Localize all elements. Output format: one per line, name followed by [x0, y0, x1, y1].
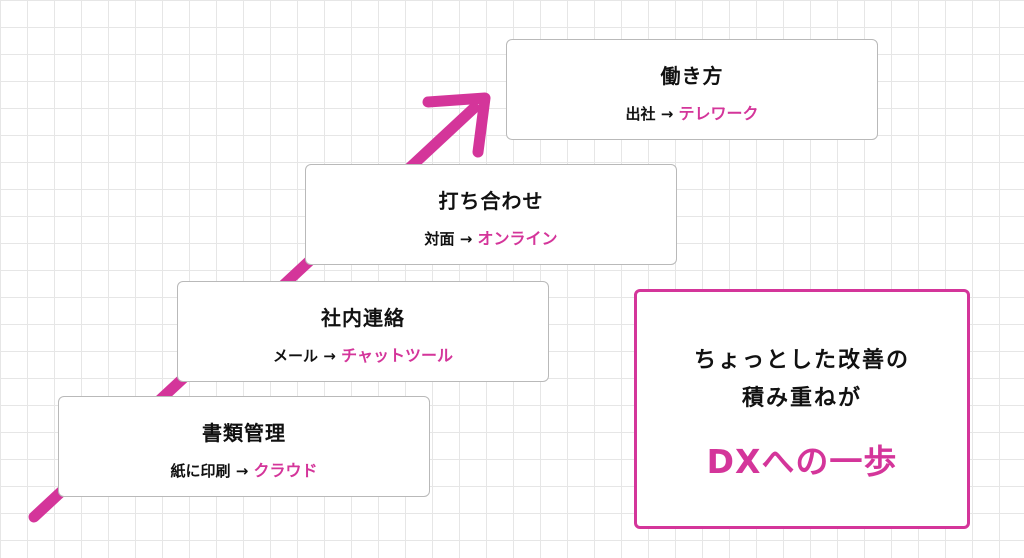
- after-label: チャットツール: [341, 346, 453, 365]
- step-title: 打ち合わせ: [438, 189, 544, 213]
- after-label: オンライン: [477, 229, 558, 248]
- step-title: 社内連絡: [321, 306, 405, 330]
- before-label: メール: [273, 347, 319, 365]
- right-arrow-icon: →: [660, 105, 674, 123]
- right-arrow-icon: →: [459, 230, 473, 248]
- step-title: 書類管理: [202, 421, 286, 445]
- right-arrow-icon: →: [323, 347, 336, 365]
- step-change: 出社 → テレワーク: [507, 100, 877, 124]
- step-change: メール → チャットツール: [178, 342, 548, 366]
- after-label: テレワーク: [678, 104, 759, 123]
- before-label: 紙に印刷: [170, 462, 231, 480]
- before-label: 対面: [424, 230, 455, 248]
- step-change: 紙に印刷 → クラウド: [59, 457, 429, 481]
- before-label: 出社: [625, 105, 656, 123]
- step-card-meetings: 打ち合わせ 対面 → オンライン: [305, 164, 677, 265]
- summary-highlight: DXへの一歩: [706, 442, 898, 481]
- after-label: クラウド: [253, 461, 318, 480]
- step-card-work-style: 働き方 出社 → テレワーク: [506, 39, 878, 140]
- summary-box: ちょっとした改善の 積み重ねが DXへの一歩: [634, 289, 970, 529]
- summary-line-2: 積み重ねが: [741, 386, 862, 411]
- summary-line-1: ちょっとした改善の: [693, 348, 910, 373]
- step-card-internal-communication: 社内連絡 メール → チャットツール: [177, 281, 549, 382]
- step-card-document-management: 書類管理 紙に印刷 → クラウド: [58, 396, 430, 497]
- step-change: 対面 → オンライン: [306, 225, 676, 249]
- right-arrow-icon: →: [235, 462, 249, 480]
- step-title: 働き方: [660, 64, 724, 88]
